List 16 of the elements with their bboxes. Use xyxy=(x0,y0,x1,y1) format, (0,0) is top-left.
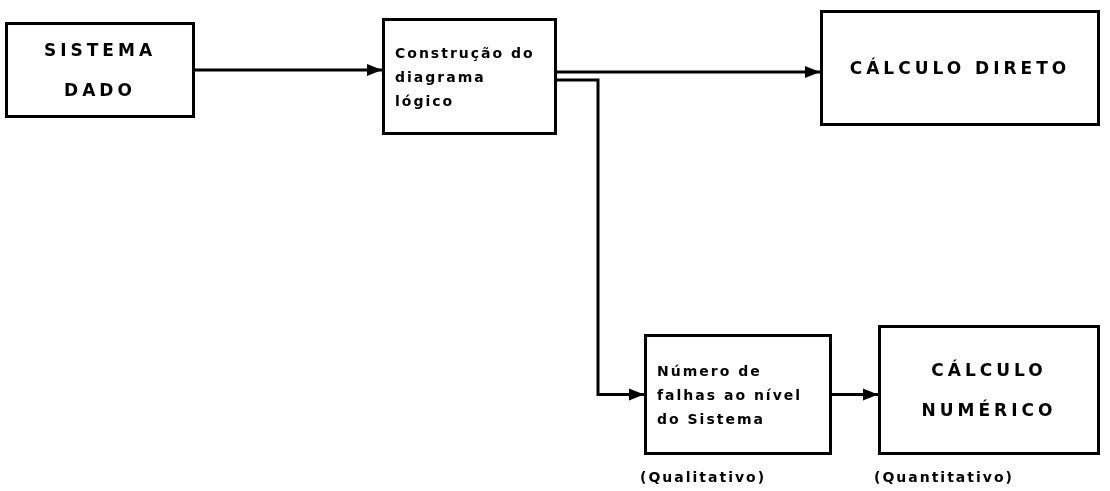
node-caption: (Quantitativo) xyxy=(874,469,1014,485)
arrow xyxy=(832,388,878,401)
node-caption: (Qualitativo) xyxy=(640,469,767,485)
box-label: Número de falhas ao nível do Sistema xyxy=(656,361,804,429)
arrow xyxy=(195,64,382,76)
process-box xyxy=(644,334,832,455)
process-box xyxy=(382,18,557,135)
process-box xyxy=(878,325,1100,455)
box-label: CÁLCULO DIRETO xyxy=(848,56,1072,80)
box-label: SISTEMA DADO xyxy=(42,39,158,102)
process-box xyxy=(5,22,195,118)
arrow xyxy=(557,66,820,78)
process-box xyxy=(820,10,1100,126)
box-label: Construção do diagrama lógico xyxy=(394,43,536,111)
arrow xyxy=(557,78,644,401)
box-label: CÁLCULO NUMÉRICO xyxy=(920,358,1058,422)
